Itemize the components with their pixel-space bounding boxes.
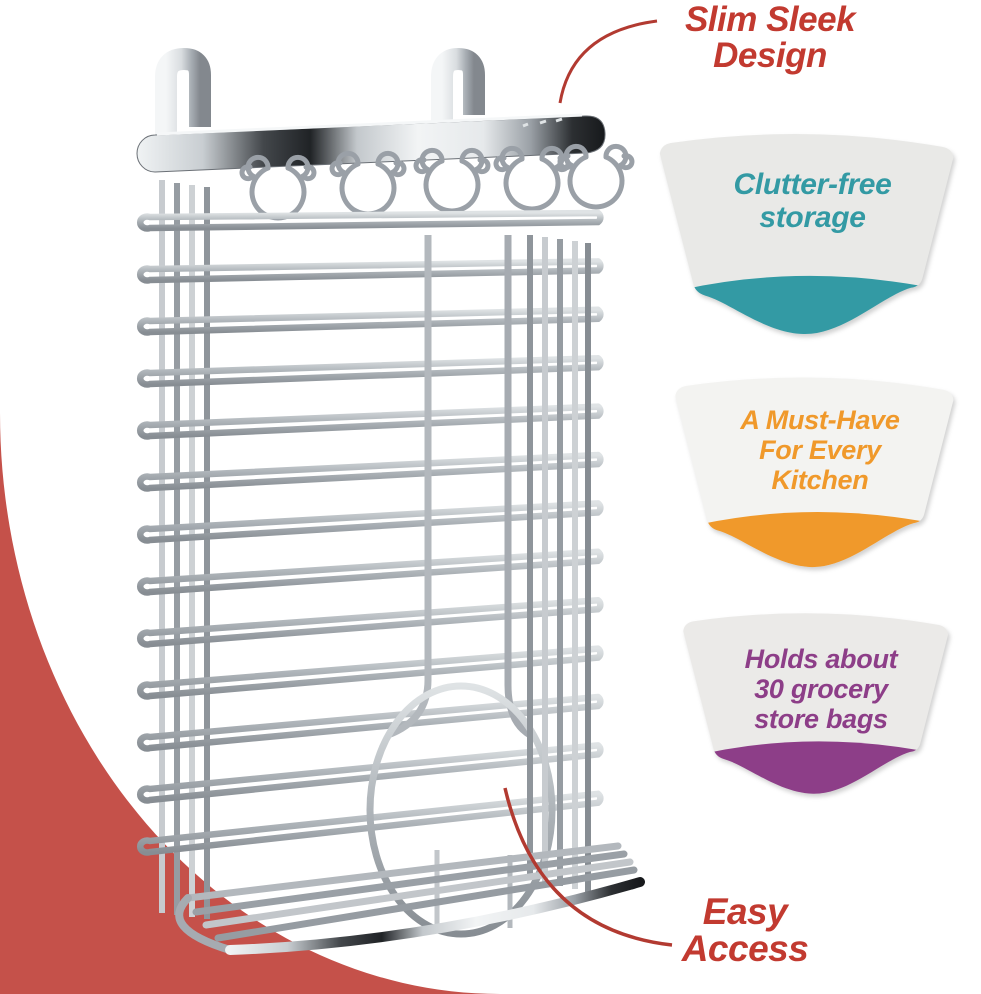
front-dispenser-wires [366, 235, 556, 938]
right-side-wires [527, 235, 591, 892]
callout-line: Access [681, 928, 809, 969]
badge-line: A Must-Have [740, 405, 900, 435]
scroll-motif [557, 143, 635, 210]
horizontal-wire-rows [137, 209, 604, 856]
feature-badge-clutter-free: Clutter-free storage [650, 128, 975, 350]
badge-accent-band [675, 512, 954, 568]
top-rim-edge-highlight [156, 113, 583, 136]
scroll-motif [493, 145, 571, 212]
wire-row [137, 209, 604, 232]
callout-easy-access: Easy Access [620, 893, 870, 967]
wire-row [137, 403, 604, 440]
wire-row [137, 548, 604, 596]
badge-line: 30 grocery [754, 674, 888, 704]
badge-text: Clutter-free storage [650, 168, 975, 234]
wire-row [137, 500, 604, 544]
wire-row [137, 306, 604, 336]
top-rim-opening-marks [522, 117, 563, 128]
wire-row [137, 596, 604, 648]
wire-row [137, 258, 604, 284]
callout-line: Design [713, 36, 827, 75]
callout-line: Slim Sleek [684, 0, 856, 39]
wire-row [137, 742, 604, 804]
over-cabinet-hook-left [155, 47, 211, 139]
badge-line: store bags [754, 704, 888, 734]
badge-accent-band [683, 741, 949, 794]
wire-row [137, 693, 604, 752]
product-photo-bag-holder [136, 47, 645, 955]
scroll-motif [413, 147, 491, 214]
badge-line: storage [759, 201, 866, 234]
badge-line: Clutter-free [733, 168, 892, 201]
badge-accent-band [659, 275, 954, 335]
badge-line: Holds about [744, 644, 898, 674]
wire-row [137, 645, 604, 700]
feature-badge-must-have: A Must-Have For Every Kitchen [666, 372, 974, 582]
base-tray [175, 842, 645, 955]
badge-text: A Must-Have For Every Kitchen [666, 405, 974, 495]
feature-badge-capacity: Holds about 30 grocery store bags [674, 608, 968, 808]
over-cabinet-hook-right [431, 47, 485, 127]
callout-slim-sleek-design: Slim Sleek Design [638, 2, 902, 74]
badge-line: For Every [759, 435, 881, 465]
wire-row [137, 354, 604, 388]
left-side-wires [159, 180, 210, 919]
callout-line: Easy [702, 891, 788, 932]
badge-line: Kitchen [771, 465, 869, 495]
badge-text: Holds about 30 grocery store bags [674, 644, 968, 734]
wire-row [137, 451, 604, 492]
